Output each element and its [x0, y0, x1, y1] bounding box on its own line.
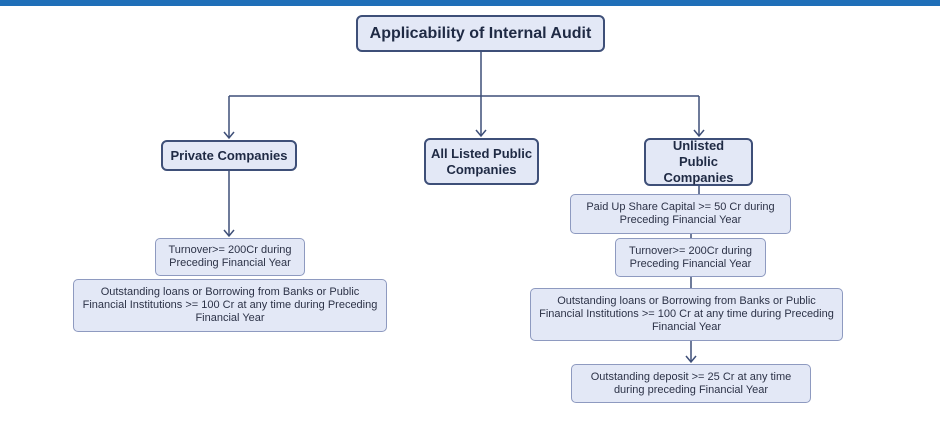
unlisted-turnover-condition: Turnover>= 200Cr during Preceding Financ…	[615, 238, 766, 277]
private-turnover-condition: Turnover>= 200Cr during Preceding Financ…	[155, 238, 305, 276]
top-accent-bar	[0, 0, 940, 6]
root-node: Applicability of Internal Audit	[356, 15, 605, 52]
private-borrowing-condition: Outstanding loans or Borrowing from Bank…	[73, 279, 387, 332]
unlisted-deposit-condition: Outstanding deposit >= 25 Cr at any time…	[571, 364, 811, 403]
arrowhead-9	[223, 229, 235, 238]
unlisted-borrowing-condition: Outstanding loans or Borrowing from Bank…	[530, 288, 843, 341]
private-companies-node: Private Companies	[161, 140, 297, 171]
arrowhead-14	[685, 355, 697, 364]
unlisted-share-capital-condition: Paid Up Share Capital >= 50 Cr during Pr…	[570, 194, 791, 234]
unlisted-public-companies-node: Unlisted Public Companies	[644, 138, 753, 186]
arrowhead-7	[693, 129, 705, 138]
arrowhead-3	[223, 131, 235, 140]
listed-public-companies-node: All Listed Public Companies	[424, 138, 539, 185]
arrowhead-5	[475, 129, 487, 138]
